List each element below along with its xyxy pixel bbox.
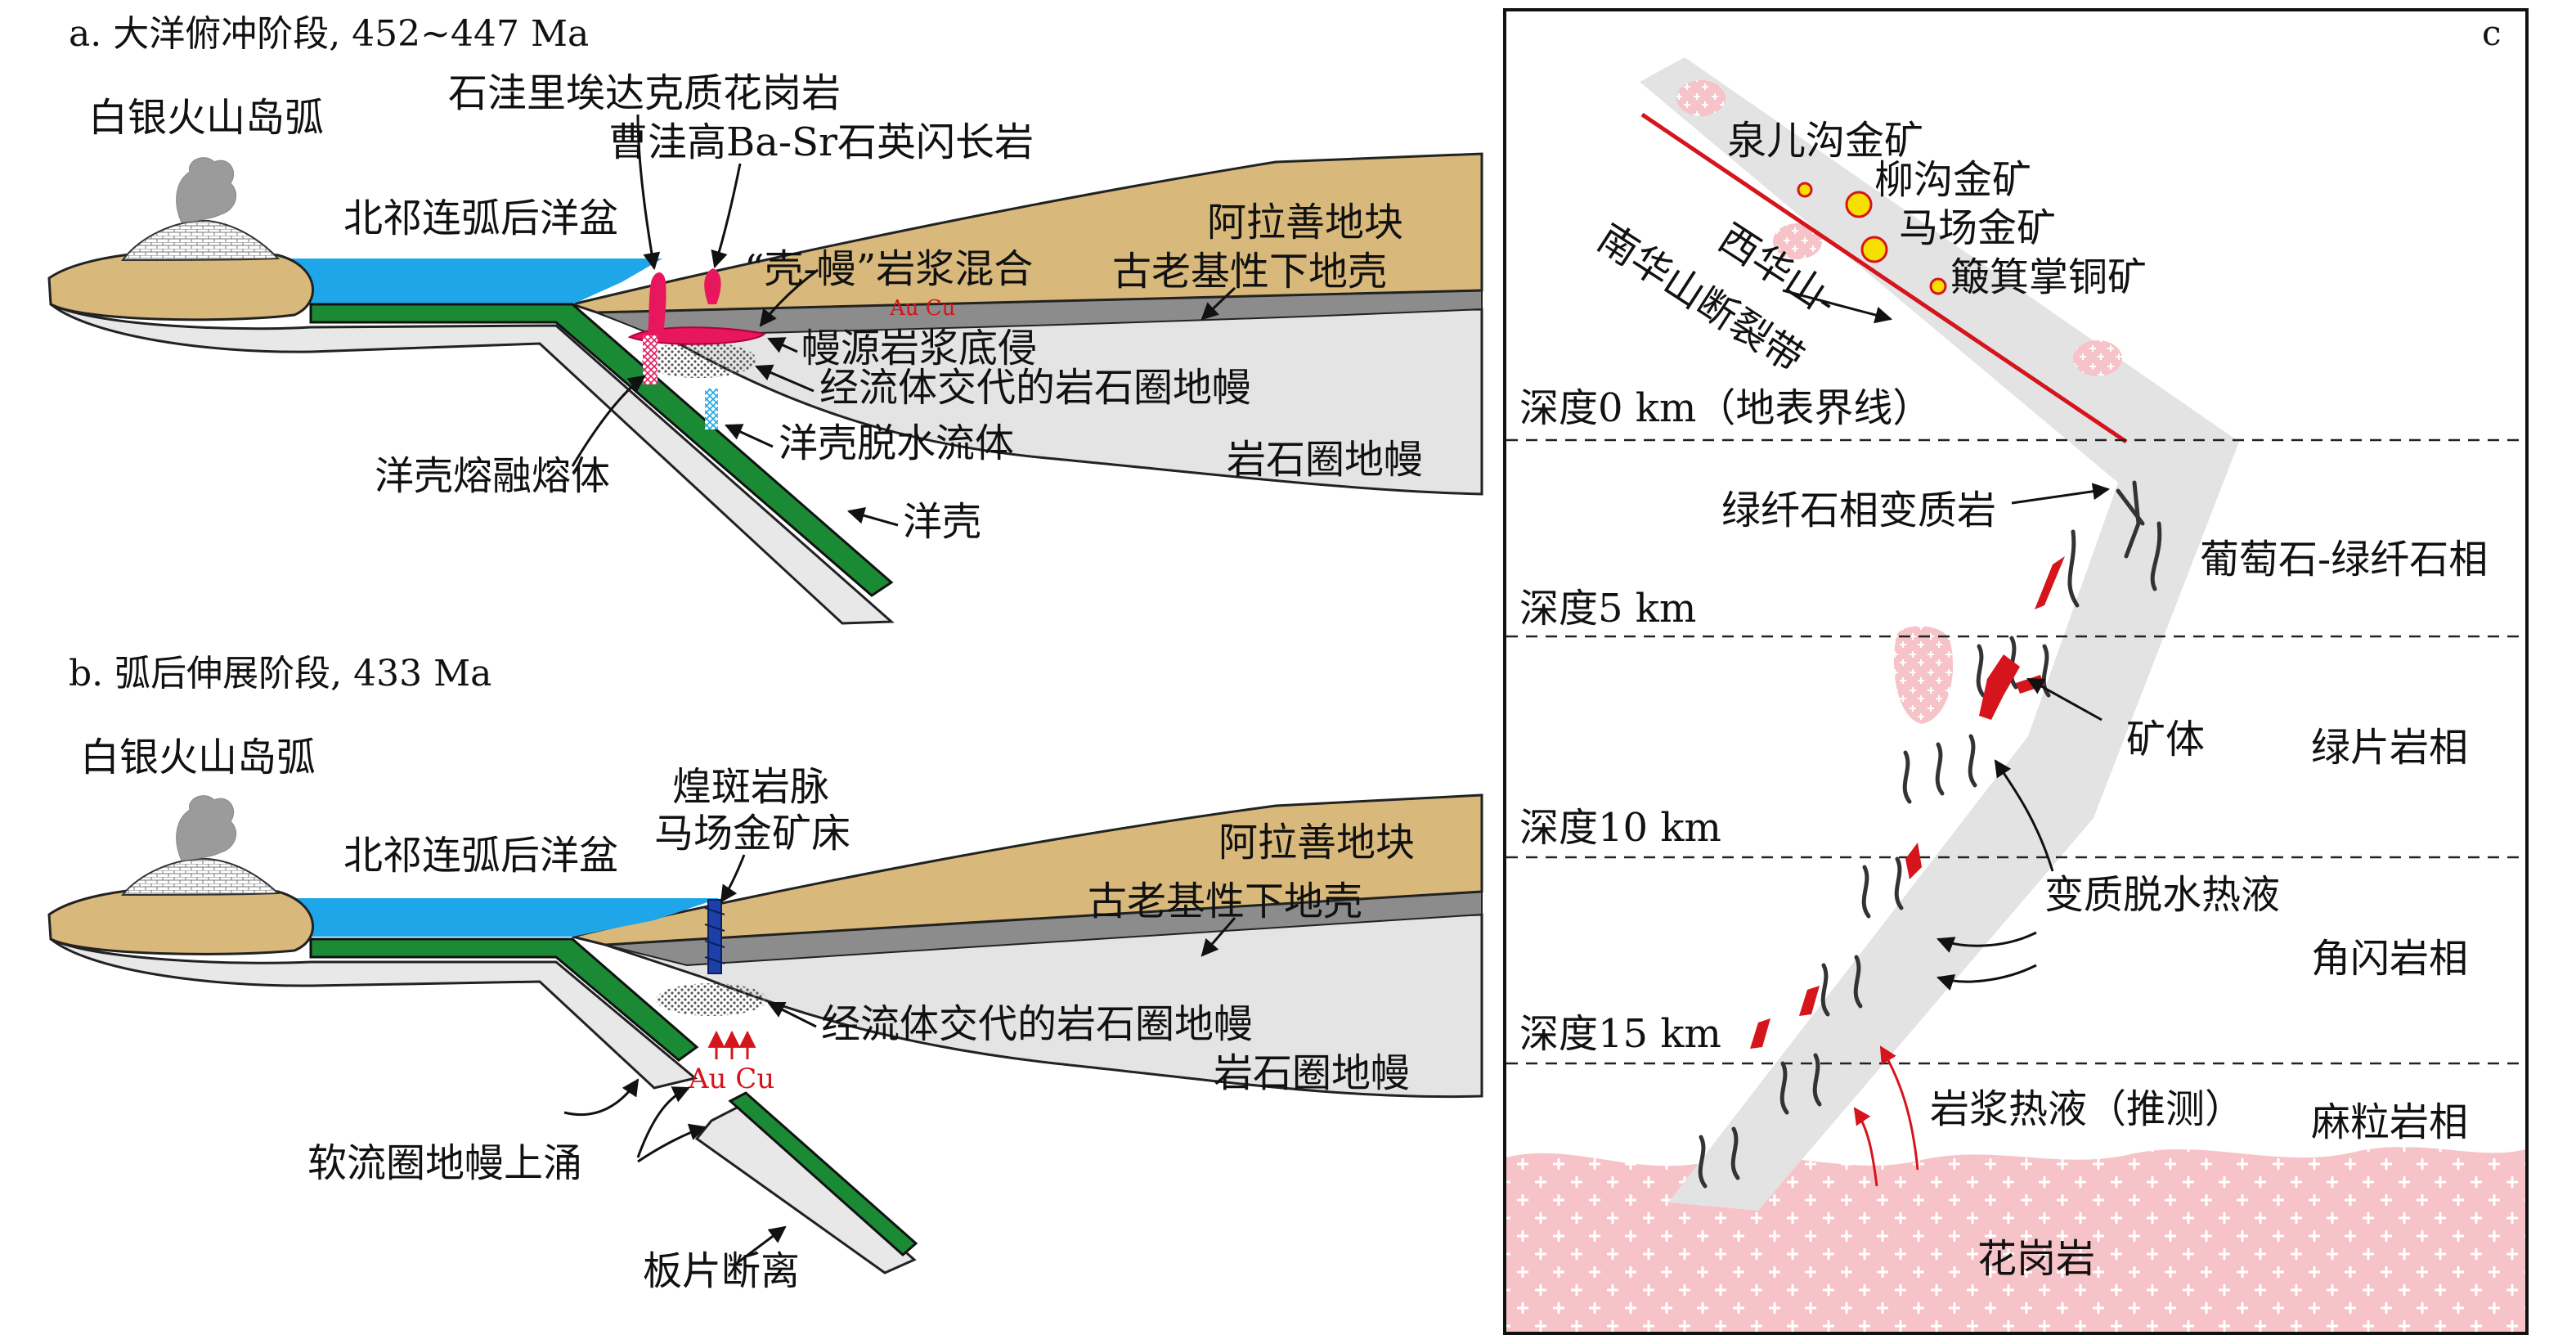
sea-water	[282, 258, 662, 304]
depth-0: 深度0 km（地表界线）	[1519, 385, 1932, 431]
caowa-diorite-body	[704, 268, 721, 304]
au-cu-a: Au Cu	[889, 296, 955, 321]
facies-greenschist: 绿片岩相	[2311, 725, 2468, 771]
depth-lines	[1506, 438, 2525, 1065]
leaders-c	[1782, 289, 2111, 991]
basin-label-b: 北祁连弧后洋盆	[343, 833, 618, 879]
underplating-label: 幔源岩浆底侵	[801, 326, 1037, 371]
lower-crust-band	[596, 289, 1483, 337]
alxa-block	[568, 152, 1483, 314]
mine-dots	[1797, 182, 1947, 295]
vein-marks	[1698, 480, 2162, 1189]
basin-label-a: 北祁连弧后洋盆	[343, 196, 618, 241]
dehydration-fluid-column	[705, 389, 718, 429]
leaders-a	[571, 114, 1236, 527]
panel-c-letter: c	[2482, 13, 2502, 53]
panel-a-caption: a. 大洋俯冲阶段, 452~447 Ma	[69, 13, 589, 55]
lithospheric-mantle	[596, 308, 1483, 496]
facies-amphibolite: 角闪岩相	[2311, 936, 2468, 982]
slab-melt-column	[643, 335, 657, 384]
panel-c: c 泉儿沟金矿 柳沟金矿 马场金矿 簸箕掌铜矿 西华山- 南华山断裂带 深度0 …	[1503, 8, 2529, 1335]
arc-volcano-b	[120, 857, 280, 897]
oceanic-slab-outer	[50, 303, 895, 625]
panel-b-caption: b. 弧后伸展阶段, 433 Ma	[69, 653, 491, 694]
breakoff-label: 板片断离	[643, 1248, 800, 1294]
slab-upper-b	[50, 937, 698, 1090]
lamprophyre-dike	[707, 899, 722, 974]
arc-label-a: 白银火山岛弧	[88, 95, 324, 141]
metasomatized-zone-b	[656, 983, 767, 1016]
volcanic-plume	[176, 157, 237, 223]
mine-quaner: 泉儿沟金矿	[1727, 118, 1923, 164]
caowa-label: 曹洼高Ba-Sr石英闪长岩	[608, 119, 1034, 165]
magmatic-fluid-label: 岩浆热液（推测）	[1930, 1086, 2244, 1132]
lower-crust-label-b: 古老基性下地壳	[1088, 879, 1362, 924]
volcanic-plume-b	[176, 795, 237, 861]
depth-5: 深度5 km	[1519, 586, 1696, 632]
facies-granulite: 麻粒岩相	[2311, 1099, 2468, 1145]
metamorphic-fluid-label: 变质脱水热液	[2044, 872, 2280, 918]
volcanic-arc-island-b	[47, 885, 315, 955]
magma-arrows	[1853, 1045, 1919, 1187]
upwelling-label: 软流圈地幔上涌	[307, 1140, 582, 1186]
fault-line	[1640, 112, 2128, 444]
panel-b: b. 弧后伸展阶段, 433 Ma Au Cu 白银火山岛弧 煌斑岩脉 马场金矿…	[47, 653, 1483, 1294]
melt-label: 洋壳熔融熔体	[375, 453, 610, 499]
shiwa-label: 石洼里埃达克质花岗岩	[448, 70, 841, 116]
au-cu-arrows	[707, 1030, 756, 1059]
lower-crust-label-a: 古老基性下地壳	[1112, 249, 1387, 294]
alxa-block-b	[572, 793, 1483, 946]
oceanic-slab-green	[309, 303, 894, 597]
metasomatized-label-b: 经流体交代的岩石圈地幔	[821, 1001, 1253, 1047]
deposit-label: 马场金矿床	[654, 811, 850, 856]
facies-prehnite: 葡萄石-绿纤石相	[2200, 537, 2488, 582]
panel-a: a. 大洋俯冲阶段, 452~447 Ma Au Cu 白银火山岛弧 石洼里埃达…	[47, 13, 1483, 625]
au-cu-b: Au Cu	[688, 1063, 774, 1095]
mine-bojizhang: 簸箕掌铜矿	[1950, 254, 2147, 300]
mixing-label: “壳-幔”岩浆混合	[744, 246, 1033, 292]
depth-15: 深度15 km	[1519, 1011, 1721, 1057]
lower-crust-band-b	[604, 890, 1483, 967]
slab-lower-green-b	[728, 1091, 918, 1257]
granite-blobs	[1676, 80, 2122, 724]
slab-upper-green-b	[309, 937, 699, 1062]
mine-machang: 马场金矿	[1899, 205, 2056, 251]
mantle-label-a: 岩石圈地幔	[1227, 437, 1423, 483]
granite-label: 花岗岩	[1977, 1236, 2095, 1282]
dike-texture	[704, 907, 725, 964]
shiwa-granite-body	[646, 272, 666, 342]
alxa-label-b: 阿拉善地块	[1218, 820, 1415, 865]
lithospheric-mantle-b	[604, 913, 1483, 1099]
orebody-label: 矿体	[2126, 717, 2205, 762]
leaders-b	[563, 854, 1236, 1265]
metasomatized-zone-a	[642, 342, 756, 378]
metasomatized-label-a: 经流体交代的岩石圈地幔	[819, 365, 1251, 411]
alxa-label-a: 阿拉善地块	[1207, 200, 1403, 245]
arc-label-b: 白银火山岛弧	[80, 735, 316, 780]
greenschist-rock-label: 绿纤石相变质岩	[1721, 488, 1996, 533]
lamprophyre-label: 煌斑岩脉	[672, 764, 829, 810]
depth-10: 深度10 km	[1519, 805, 1721, 851]
crust-label: 洋壳	[903, 499, 981, 545]
dehydration-label: 洋壳脱水流体	[779, 420, 1014, 466]
arc-volcano	[121, 219, 280, 262]
sea-water-b	[282, 898, 720, 937]
mine-liugou: 柳沟金矿	[1874, 157, 2031, 203]
mantle-label-b: 岩石圈地幔	[1214, 1050, 1410, 1096]
